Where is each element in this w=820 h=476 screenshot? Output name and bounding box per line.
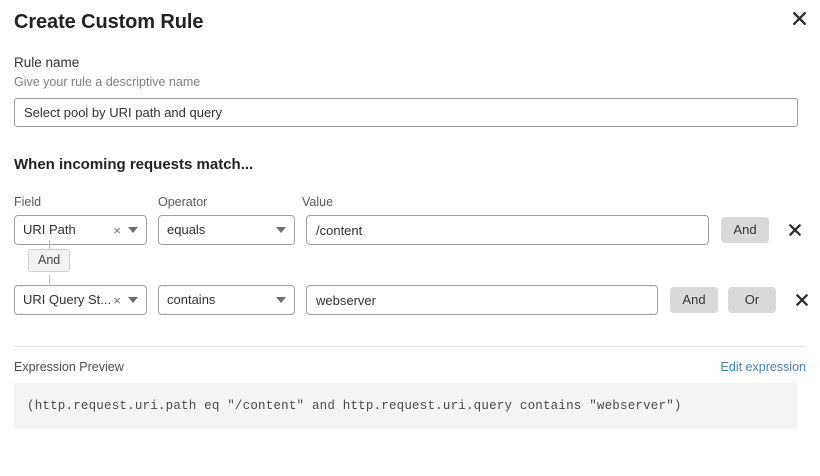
and-button-row-1[interactable]: And <box>721 217 769 243</box>
operator-select-row-1[interactable]: equals <box>158 215 295 245</box>
rule-name-section: Rule name Give your rule a descriptive n… <box>14 54 806 127</box>
remove-condition-row-2[interactable] <box>794 292 810 308</box>
operator-select-row-2[interactable]: contains <box>158 285 295 315</box>
expression-preview-header: Expression Preview Edit expression <box>14 359 806 375</box>
rule-name-input[interactable] <box>14 98 798 127</box>
connector-line-top <box>49 241 50 249</box>
remove-condition-row-1[interactable] <box>787 222 803 238</box>
connector-and-chip[interactable]: And <box>28 249 71 272</box>
expression-preview-label: Expression Preview <box>14 360 124 374</box>
field-select-value-row-2: URI Query St... <box>23 292 112 307</box>
match-section-heading: When incoming requests match... <box>14 156 254 173</box>
value-input-row-2[interactable] <box>306 285 658 315</box>
condition-row: URI Path × equals And <box>14 215 806 245</box>
clear-icon[interactable]: × <box>113 292 121 308</box>
operator-select-value-row-1: equals <box>167 222 206 237</box>
chevron-down-icon[interactable] <box>128 227 138 233</box>
field-select-value-row-1: URI Path <box>23 222 76 237</box>
rule-name-help: Give your rule a descriptive name <box>14 75 201 89</box>
column-header-field: Field <box>14 195 42 209</box>
or-button-row-2[interactable]: Or <box>728 287 776 313</box>
condition-row: URI Query St... × contains And Or <box>14 285 808 315</box>
and-button-row-2[interactable]: And <box>670 287 718 313</box>
value-input-row-1[interactable] <box>306 215 709 245</box>
section-divider <box>14 346 806 347</box>
rule-name-label: Rule name <box>14 55 80 70</box>
edit-expression-link[interactable]: Edit expression <box>720 360 806 374</box>
chevron-down-icon[interactable] <box>128 297 138 303</box>
dialog-header: Create Custom Rule <box>14 0 806 35</box>
connector-line-bottom <box>49 275 50 284</box>
chevron-down-icon[interactable] <box>276 297 286 303</box>
close-icon[interactable] <box>788 7 810 29</box>
clear-icon[interactable]: × <box>113 222 121 238</box>
operator-select-value-row-2: contains <box>167 292 216 307</box>
expression-preview-code: (http.request.uri.path eq "/content" and… <box>27 399 682 413</box>
chevron-down-icon[interactable] <box>276 227 286 233</box>
dialog-title: Create Custom Rule <box>14 11 204 33</box>
field-select-row-2[interactable]: URI Query St... × <box>14 285 147 315</box>
condition-connector: And <box>14 241 806 284</box>
expression-preview-box: (http.request.uri.path eq "/content" and… <box>14 383 798 429</box>
column-header-operator: Operator <box>158 195 208 209</box>
match-section: When incoming requests match... Field Op… <box>14 155 808 315</box>
column-header-value: Value <box>302 195 334 209</box>
field-select-row-1[interactable]: URI Path × <box>14 215 147 245</box>
condition-column-headers: Field Operator Value <box>14 194 806 210</box>
